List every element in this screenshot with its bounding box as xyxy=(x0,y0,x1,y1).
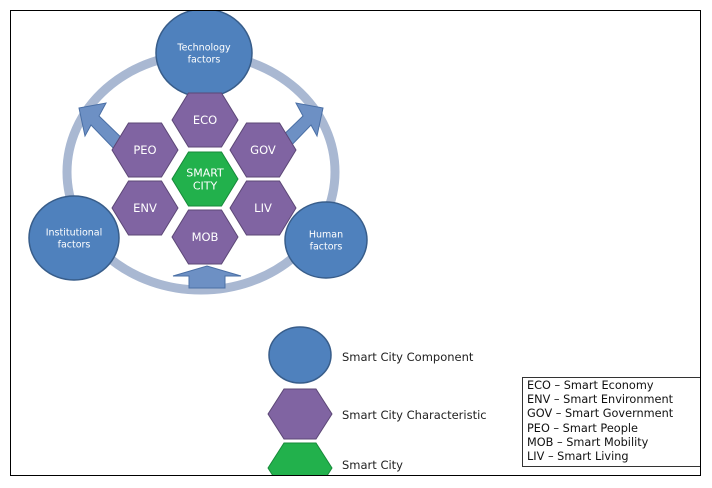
component-label-technology: Technology xyxy=(176,42,231,53)
legend-characteristic-hexagon-icon xyxy=(267,388,333,440)
characteristic-hexagon-mob xyxy=(171,209,239,265)
component-circle-institutional xyxy=(28,195,120,281)
smart-city-label: CITY xyxy=(193,179,218,192)
characteristic-hexagon-gov xyxy=(229,122,297,178)
characteristic-label-env: ENV xyxy=(133,201,157,215)
component-label-institutional: factors xyxy=(58,239,91,250)
legend-characteristic-label: Smart City Characteristic xyxy=(342,408,487,422)
component-label-human: factors xyxy=(310,241,343,252)
characteristic-label-eco: ECO xyxy=(193,113,217,127)
characteristic-hexagon-liv xyxy=(229,180,297,236)
characteristic-label-gov: GOV xyxy=(250,143,276,157)
abbreviation-gov: GOV – Smart Government xyxy=(527,407,674,421)
bottom-arrow-icon xyxy=(172,265,242,289)
legend-smart-city-hexagon-icon xyxy=(267,442,333,475)
characteristic-label-mob: MOB xyxy=(192,230,219,244)
legend-component-circle-icon xyxy=(268,326,332,384)
characteristic-hexagon-env xyxy=(111,180,179,236)
characteristic-label-liv: LIV xyxy=(254,201,272,215)
smart-city-diagram: TechnologyfactorsInstitutionalfactorsHum… xyxy=(28,11,368,475)
component-label-human: Human xyxy=(309,229,343,240)
abbreviation-eco: ECO – Smart Economy xyxy=(527,379,654,392)
abbreviation-key: ECO – Smart Economy ENV – Smart Environm… xyxy=(522,377,700,467)
component-circle-human xyxy=(284,201,368,279)
characteristic-hexagon-eco xyxy=(171,92,239,148)
abbreviation-mob: MOB – Smart Mobility xyxy=(527,435,649,449)
characteristic-label-peo: PEO xyxy=(133,143,156,157)
abbreviation-env: ENV – Smart Environment xyxy=(527,393,674,407)
legend-component-label: Smart City Component xyxy=(342,350,474,364)
characteristic-hexagon-peo xyxy=(111,122,179,178)
component-label-institutional: Institutional xyxy=(46,227,103,238)
smart-city-hexagon xyxy=(171,151,239,207)
abbreviation-peo: PEO – Smart People xyxy=(527,421,638,435)
legend-smart-city-label: Smart City xyxy=(342,458,403,472)
component-label-technology: factors xyxy=(188,54,221,65)
smart-city-label: SMART xyxy=(186,166,224,179)
abbreviation-liv: LIV – Smart Living xyxy=(527,450,629,464)
